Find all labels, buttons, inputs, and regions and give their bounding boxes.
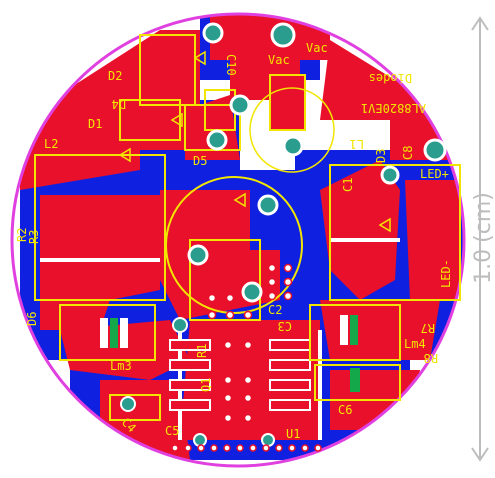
label-d3: D3 xyxy=(374,149,388,163)
u1-pins xyxy=(169,339,311,411)
label-diodes: Diodes xyxy=(369,71,412,85)
label-q1: Q1 xyxy=(199,378,213,392)
label-al8820ev1: AL8820EV1 xyxy=(361,101,426,115)
label-d2: D2 xyxy=(108,69,122,83)
label-c5: C5 xyxy=(165,424,179,438)
label-led-minus: LED- xyxy=(439,259,453,288)
board-outline xyxy=(10,12,466,468)
label-r1: R1 xyxy=(195,344,209,358)
label-l1: L1 xyxy=(350,137,364,151)
pads xyxy=(120,22,447,447)
label-c6: C6 xyxy=(338,403,352,417)
lm-modules xyxy=(100,315,360,392)
dimension-label: 1.0(cm) xyxy=(471,192,495,284)
via-grid xyxy=(171,263,322,452)
label-d5: D5 xyxy=(193,154,207,168)
label-r2: R2 xyxy=(15,228,29,242)
label-c2: C2 xyxy=(268,303,282,317)
inductor-l1-body xyxy=(249,87,335,173)
label-r8: R8 xyxy=(424,351,438,365)
dimension-annotation xyxy=(471,16,489,462)
label-u1: U1 xyxy=(286,427,300,441)
label-vac-2: Vac xyxy=(268,53,290,67)
label-d1: D1 xyxy=(88,117,102,131)
label-lm3: Lm3 xyxy=(110,359,132,373)
label-lm4: Lm4 xyxy=(404,337,426,351)
label-c8: C8 xyxy=(401,146,415,160)
label-l2: L2 xyxy=(44,137,58,151)
label-c10: C10 xyxy=(224,54,238,76)
label-led-plus: LED+ xyxy=(420,167,449,181)
diode-symbols xyxy=(118,50,391,233)
label-d6: D6 xyxy=(25,312,39,326)
label-c3: C3 xyxy=(278,319,292,333)
label-c1: C1 xyxy=(341,178,355,192)
label-r7: R7 xyxy=(421,321,435,335)
label-d4: D4 xyxy=(112,97,126,111)
label-r3: R3 xyxy=(27,230,41,244)
label-vac-1: Vac xyxy=(306,41,328,55)
silkscreen-outlines xyxy=(34,34,461,421)
